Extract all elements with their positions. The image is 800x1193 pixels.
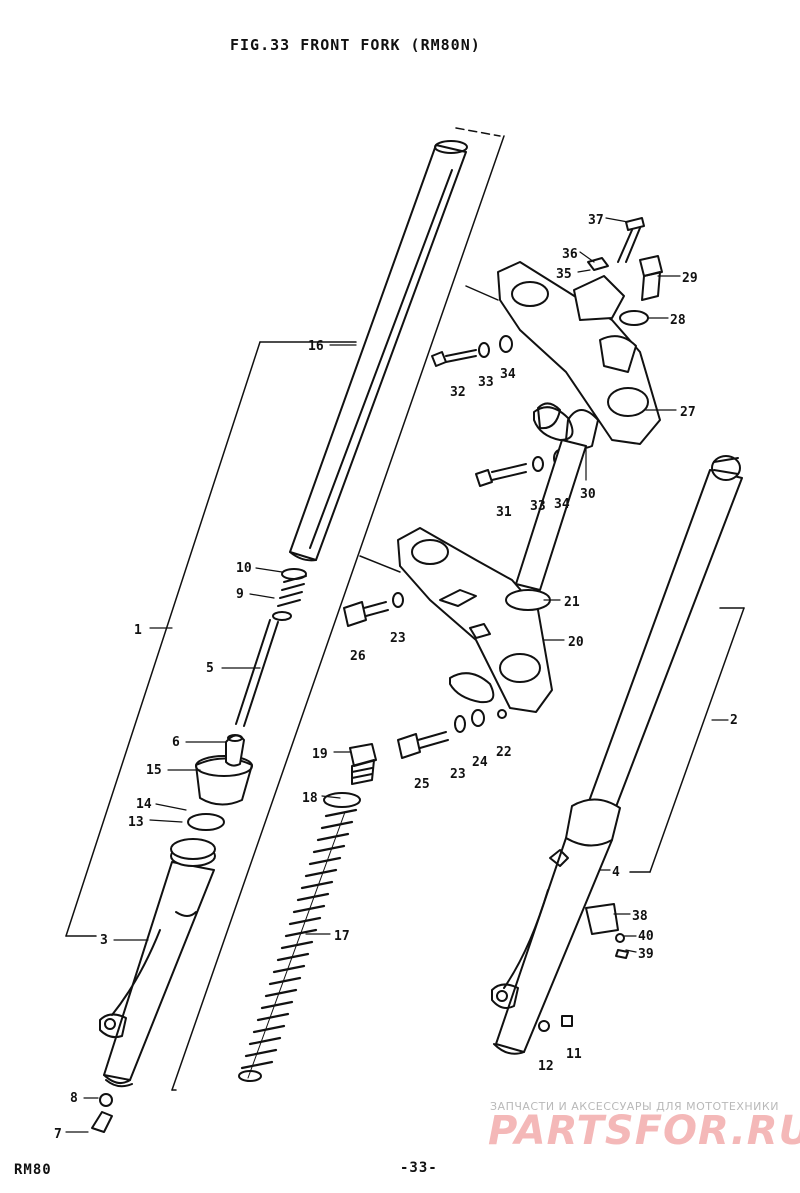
callout-5: 5 [206,661,214,676]
fork-spring [238,792,361,1082]
fork-right [491,455,743,1055]
callout-29: 29 [682,271,698,286]
callout-35: 35 [556,267,572,282]
callout-31: 31 [496,505,512,520]
callout-12: 12 [538,1059,554,1074]
grouping-lines [65,127,745,1091]
callout-34a: 34 [500,367,516,382]
callout-8: 8 [70,1091,78,1106]
callout-3: 3 [100,933,108,948]
outer-tube-left [99,861,215,1088]
page-number: -33- [400,1160,438,1176]
top-bolts [587,217,663,326]
callout-23a: 23 [390,631,406,646]
callout-40: 40 [638,929,654,944]
callout-22: 22 [496,745,512,760]
part-callouts: 37 36 35 29 28 16 32 33 34 27 31 33 34 3… [54,213,738,1142]
callout-23b: 23 [450,767,466,782]
callout-30: 30 [580,487,596,502]
callout-10: 10 [236,561,252,576]
callout-32: 32 [450,385,466,400]
callout-28: 28 [670,313,686,328]
callout-1: 1 [134,623,142,638]
upper-bracket [497,261,661,449]
callout-13: 13 [128,815,144,830]
fork-cap-bolt [349,743,377,785]
callout-19: 19 [312,747,328,762]
callout-14: 14 [136,797,152,812]
steering-stem-lower-bracket [397,439,587,713]
callout-38: 38 [632,909,648,924]
pinch-bolts-lower [343,592,507,759]
inner-tube-left [289,140,468,562]
callout-37: 37 [588,213,604,228]
callout-34b: 34 [554,497,570,512]
drain-bolt [91,1093,113,1133]
callout-36: 36 [562,247,578,262]
callout-4: 4 [612,865,620,880]
callout-21: 21 [564,595,580,610]
callout-18: 18 [302,791,318,806]
callout-16: 16 [308,339,324,354]
pinch-bolts-upper [431,335,567,487]
seal-assembly-left [170,755,253,867]
callout-27: 27 [680,405,696,420]
callout-33b: 33 [530,499,546,514]
callout-33a: 33 [478,375,494,390]
callout-26: 26 [350,649,366,664]
model-label: RM80 [14,1162,52,1178]
callout-39: 39 [638,947,654,962]
callout-15: 15 [146,763,162,778]
rebound-spring [272,568,307,621]
cable-guides [449,406,574,704]
callout-20: 20 [568,635,584,650]
leader-lines [65,217,729,1133]
callout-9: 9 [236,587,244,602]
callout-24: 24 [472,755,488,770]
callout-25: 25 [414,777,430,792]
callout-2: 2 [730,713,738,728]
watermark-logo: PARTSFOR.RU [488,1108,800,1154]
callout-11: 11 [566,1047,582,1062]
callout-17: 17 [334,929,350,944]
axle-holder [538,903,629,1032]
callout-7: 7 [54,1127,62,1142]
watermark-subtitle: ЗАПЧАСТИ И АКСЕССУАРЫ ДЛЯ МОТОТЕХНИКИ [490,1100,779,1113]
figure-title: FIG.33 FRONT FORK (RM80N) [230,36,481,54]
damper-rod [225,619,279,767]
callout-6: 6 [172,735,180,750]
